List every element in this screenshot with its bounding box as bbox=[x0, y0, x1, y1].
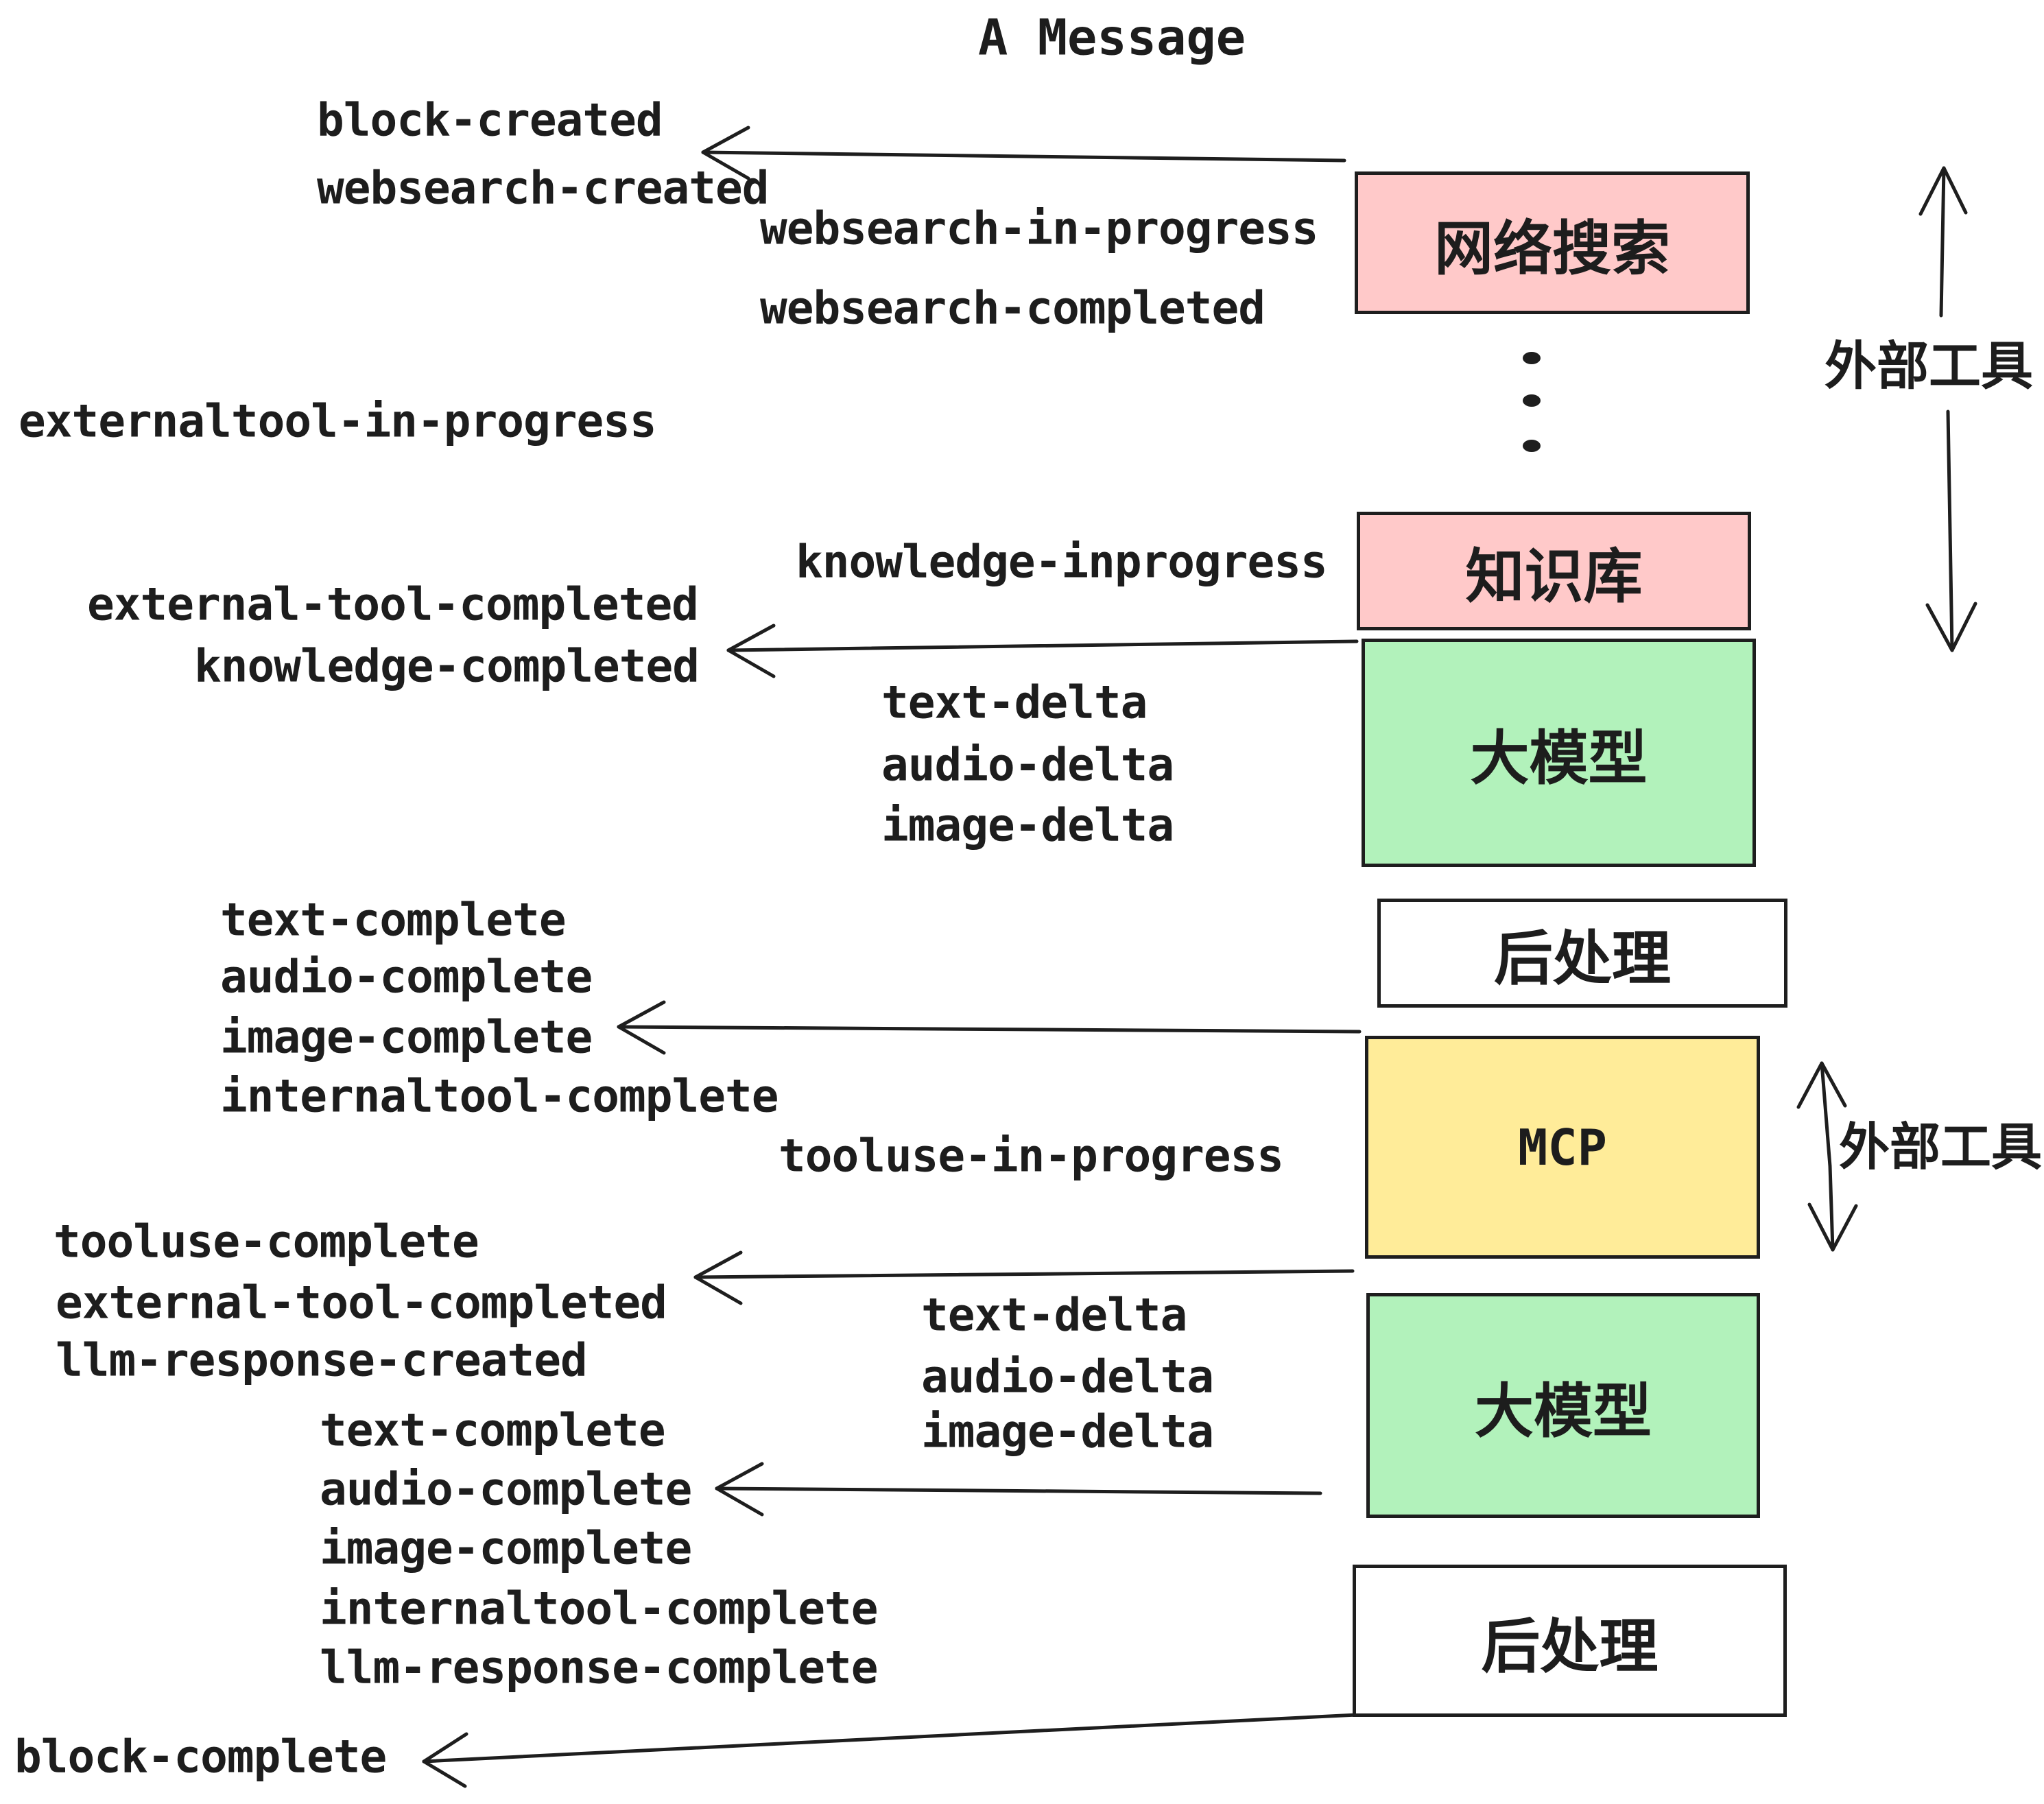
node-mcp-label: MCP bbox=[1517, 1118, 1608, 1176]
node-postprocess-1: 后处理 bbox=[1377, 899, 1787, 1008]
event-llm-response-complete: llm-response-complete bbox=[320, 1641, 878, 1694]
node-knowledge-base-label: 知识库 bbox=[1465, 543, 1643, 611]
event-knowledge-inprogress: knowledge-inprogress bbox=[796, 535, 1328, 589]
node-postprocess-1-label: 后处理 bbox=[1494, 925, 1671, 993]
arrow-websearch-to-block-created bbox=[701, 126, 1346, 180]
event-audio-complete-1: audio-complete bbox=[220, 950, 593, 1004]
node-mcp: MCP bbox=[1365, 1036, 1760, 1259]
event-externaltool-in-progress: externaltool-in-progress bbox=[19, 394, 657, 448]
event-text-complete-2: text-complete bbox=[320, 1403, 666, 1457]
arrow-to-knowledge-completed bbox=[726, 624, 1359, 678]
node-llm-2-label: 大模型 bbox=[1475, 1377, 1652, 1446]
event-internaltool-complete-1: internaltool-complete bbox=[220, 1069, 779, 1123]
event-audio-delta-1: audio-delta bbox=[881, 738, 1174, 792]
event-external-tool-completed-2: external-tool-completed bbox=[56, 1276, 667, 1329]
event-websearch-completed: websearch-completed bbox=[760, 281, 1265, 335]
side-label-external-tools-mcp: 外部工具 bbox=[1839, 1117, 2042, 1177]
event-image-complete-2: image-complete bbox=[320, 1521, 692, 1575]
node-llm-2: 大模型 bbox=[1366, 1293, 1760, 1518]
node-knowledge-base: 知识库 bbox=[1357, 512, 1751, 630]
event-text-delta-2: text-delta bbox=[921, 1288, 1187, 1342]
event-image-delta-1: image-delta bbox=[881, 798, 1174, 852]
event-websearch-in-progress: websearch-in-progress bbox=[760, 202, 1318, 255]
event-text-complete-1: text-complete bbox=[220, 893, 567, 947]
arrow-to-image-complete bbox=[617, 1000, 1362, 1055]
node-websearch-label: 网络搜索 bbox=[1434, 214, 1670, 283]
event-tooluse-in-progress: tooluse-in-progress bbox=[779, 1129, 1284, 1183]
event-block-created: block-created bbox=[317, 93, 663, 147]
event-knowledge-completed: knowledge-completed bbox=[194, 639, 700, 693]
vertical-ellipsis-dots bbox=[1523, 352, 1541, 452]
node-llm-1: 大模型 bbox=[1362, 639, 1756, 867]
event-internaltool-complete-2: internaltool-complete bbox=[320, 1582, 878, 1635]
node-postprocess-2-label: 后处理 bbox=[1481, 1612, 1659, 1681]
node-websearch: 网络搜索 bbox=[1355, 171, 1750, 314]
event-llm-response-created: llm-response-created bbox=[56, 1333, 588, 1387]
side-label-external-tools-top: 外部工具 bbox=[1825, 335, 2033, 396]
event-audio-complete-2: audio-complete bbox=[320, 1462, 692, 1516]
event-block-complete: block-complete bbox=[14, 1730, 387, 1783]
arrow-to-audio-complete bbox=[715, 1462, 1322, 1517]
diagram-title: A Message bbox=[978, 8, 1246, 67]
node-llm-1-label: 大模型 bbox=[1470, 724, 1648, 793]
double-arrow-external-tools-top bbox=[1918, 166, 1977, 652]
event-image-delta-2: image-delta bbox=[921, 1405, 1214, 1458]
arrow-to-block-complete bbox=[422, 1713, 1359, 1788]
event-websearch-created: websearch-created bbox=[317, 161, 770, 215]
event-image-complete-1: image-complete bbox=[220, 1010, 593, 1064]
event-tooluse-complete: tooluse-complete bbox=[54, 1215, 479, 1268]
node-postprocess-2: 后处理 bbox=[1353, 1565, 1787, 1717]
event-external-tool-completed-1: external-tool-completed bbox=[87, 578, 699, 631]
event-audio-delta-2: audio-delta bbox=[921, 1350, 1214, 1403]
event-text-delta-1: text-delta bbox=[881, 676, 1148, 729]
